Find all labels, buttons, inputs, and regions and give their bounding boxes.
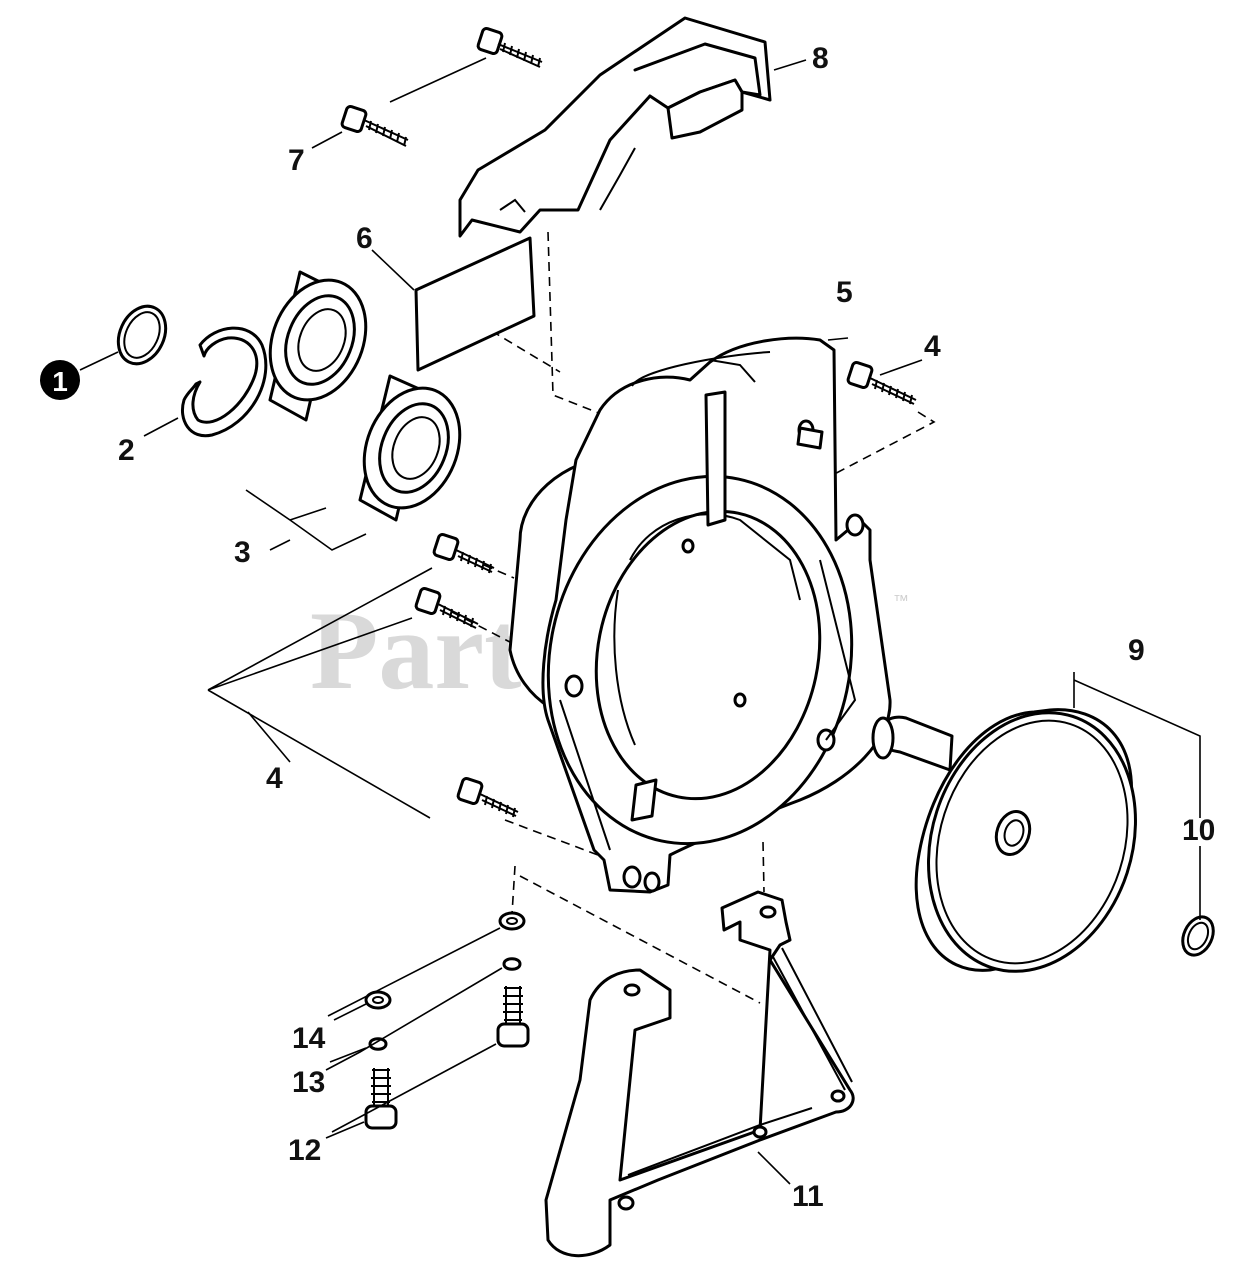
- washer-part-14-left[interactable]: [364, 990, 392, 1010]
- ring-part-10[interactable]: [1177, 912, 1219, 960]
- screw-part-7-upper[interactable]: [476, 26, 543, 68]
- label-part-6[interactable]: [414, 236, 536, 372]
- callout-10-label[interactable]: 10: [1182, 814, 1215, 847]
- callout-leaders: [79, 57, 1201, 1185]
- callout-1-label: 1: [52, 366, 68, 397]
- lock-washer-part-13-right[interactable]: [502, 957, 522, 971]
- watermark-trademark: ™: [893, 593, 909, 610]
- screw-part-4-upper-right[interactable]: [846, 360, 917, 405]
- bolt-part-12-right[interactable]: [496, 986, 530, 1048]
- screw-part-4-left-b[interactable]: [414, 586, 479, 629]
- callout-13-label[interactable]: 13: [292, 1066, 325, 1099]
- top-cover-part-8[interactable]: [458, 16, 772, 238]
- impeller-part-9[interactable]: [871, 686, 1168, 999]
- callout-2-label[interactable]: 2: [118, 434, 135, 467]
- callout-11-label[interactable]: 11: [792, 1180, 824, 1213]
- callout-12-label[interactable]: 12: [288, 1134, 321, 1167]
- callout-6-label[interactable]: 6: [356, 222, 373, 255]
- bracket-part-11[interactable]: [544, 890, 855, 1258]
- callout-9-label[interactable]: 9: [1128, 634, 1145, 667]
- washer-part-14-right[interactable]: [498, 911, 526, 931]
- lock-washer-part-13-left[interactable]: [368, 1037, 388, 1051]
- snap-ring-part-2[interactable]: [181, 326, 268, 438]
- callout-4-label-upper[interactable]: 4: [924, 330, 941, 363]
- snap-ring-part-1[interactable]: [109, 299, 174, 372]
- screw-part-7-lower[interactable]: [340, 104, 409, 147]
- screw-part-4-left-c[interactable]: [456, 776, 519, 818]
- callout-4-label-lower[interactable]: 4: [266, 762, 283, 795]
- callout-1-marker[interactable]: 1: [40, 360, 80, 400]
- callout-7-label[interactable]: 7: [288, 144, 305, 177]
- callout-8-label[interactable]: 8: [812, 42, 829, 75]
- callout-5-label[interactable]: 5: [836, 276, 853, 309]
- fan-housing-part-5[interactable]: [508, 336, 892, 894]
- callout-3-label[interactable]: 3: [234, 536, 251, 569]
- bearing-part-3-right[interactable]: [347, 374, 477, 523]
- bearing-part-3-left[interactable]: [253, 266, 383, 422]
- screw-part-4-left-a[interactable]: [432, 532, 495, 574]
- callout-14-label[interactable]: 14: [292, 1022, 326, 1055]
- bolt-part-12-left[interactable]: [364, 1068, 398, 1130]
